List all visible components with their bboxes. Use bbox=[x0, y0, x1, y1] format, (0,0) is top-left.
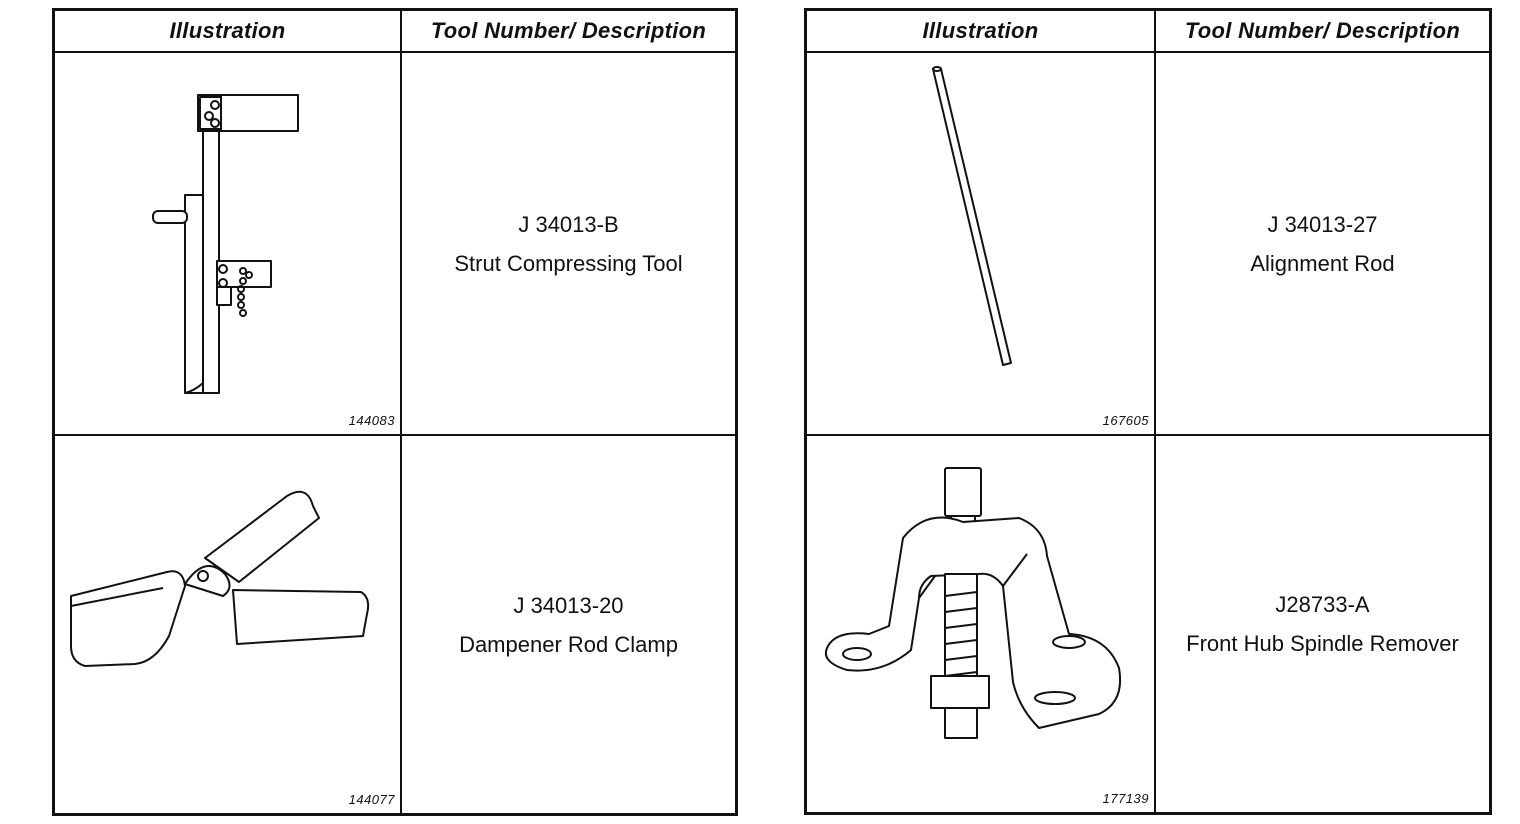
illustration-cell: 177139 bbox=[807, 436, 1156, 812]
tool-description: Dampener Rod Clamp bbox=[459, 631, 678, 657]
illustration-cell: 144077 bbox=[55, 436, 402, 813]
figure-number: 144077 bbox=[348, 792, 395, 807]
tool-description-cell: J 34013-27 Alignment Rod bbox=[1156, 53, 1489, 436]
tool-description: Alignment Rod bbox=[1250, 250, 1395, 276]
illustration-cell: 144083 bbox=[55, 53, 402, 436]
tool-number: J 34013-B bbox=[518, 211, 619, 237]
header-tool-description: Tool Number/ Description bbox=[1156, 11, 1489, 53]
tool-table-right: Illustration Tool Number/ Description 16… bbox=[804, 8, 1492, 815]
tool-description-cell: J 34013-B Strut Compressing Tool bbox=[402, 53, 735, 436]
header-illustration: Illustration bbox=[807, 11, 1156, 53]
tool-number: J 34013-27 bbox=[1267, 211, 1378, 237]
tool-number: J 34013-20 bbox=[513, 592, 624, 618]
tool-number: J28733-A bbox=[1275, 592, 1370, 617]
header-illustration: Illustration bbox=[55, 11, 402, 53]
figure-number: 144083 bbox=[348, 413, 395, 428]
tool-description: Strut Compressing Tool bbox=[454, 250, 683, 276]
hub-spindle-remover-icon bbox=[825, 467, 1121, 739]
dampener-rod-clamp-icon bbox=[70, 490, 370, 667]
alignment-rod-icon bbox=[932, 66, 1012, 366]
illustration-cell: 167605 bbox=[807, 53, 1156, 436]
tool-description: Front Hub Spindle Remover bbox=[1186, 631, 1459, 656]
tool-table-left: Illustration Tool Number/ Description 14… bbox=[52, 8, 738, 816]
figure-number: 167605 bbox=[1102, 413, 1149, 428]
strut-compressing-tool-icon bbox=[152, 94, 299, 394]
tool-description-cell: J28733-A Front Hub Spindle Remover bbox=[1156, 436, 1489, 812]
tool-description-cell: J 34013-20 Dampener Rod Clamp bbox=[402, 436, 735, 813]
header-tool-description: Tool Number/ Description bbox=[402, 11, 735, 53]
figure-number: 177139 bbox=[1102, 791, 1149, 806]
